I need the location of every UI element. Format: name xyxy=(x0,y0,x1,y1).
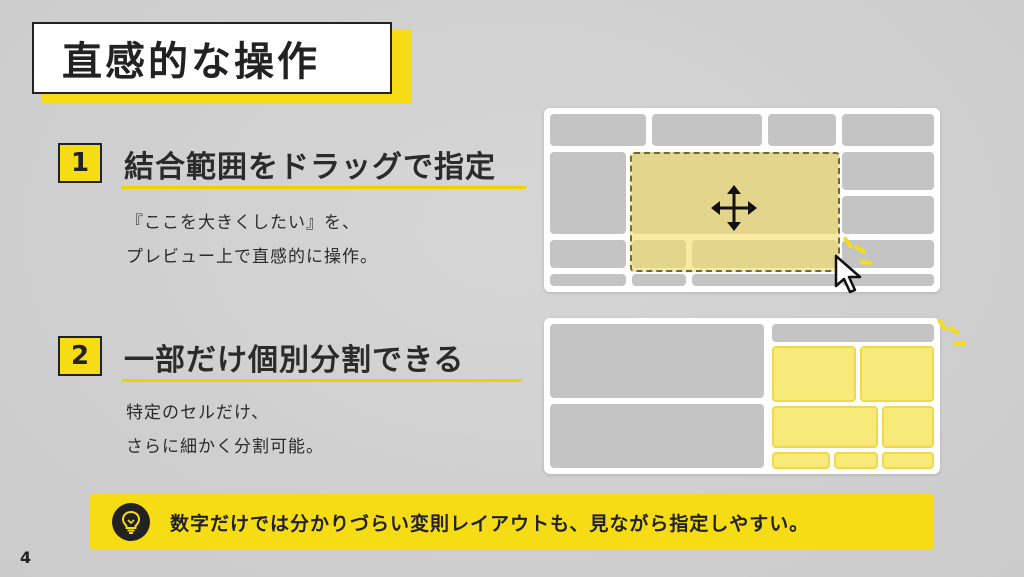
spark-icon xyxy=(953,340,967,347)
split-cell[interactable] xyxy=(860,346,934,402)
grid-cell xyxy=(550,152,626,234)
section-1-number: 1 xyxy=(58,143,102,183)
grid-cell xyxy=(550,324,764,398)
split-cell[interactable] xyxy=(834,452,878,469)
grid-cell xyxy=(842,274,934,286)
section-1-underline xyxy=(122,186,526,189)
section-2-heading: 一部だけ個別分割できる xyxy=(124,343,465,378)
section-1-description: 『ここを大きくしたい』を、 プレビュー上で直感的に操作。 xyxy=(126,206,378,274)
grid-cell xyxy=(652,114,762,146)
grid-cell xyxy=(550,274,626,286)
grid-cell xyxy=(842,196,934,234)
split-cell[interactable] xyxy=(772,452,830,469)
split-cell[interactable] xyxy=(882,406,934,448)
grid-cell xyxy=(768,114,836,146)
mouse-cursor-icon xyxy=(834,254,862,294)
section-2-description: 特定のセルだけ、 さらに細かく分割可能。 xyxy=(126,396,324,464)
split-cell[interactable] xyxy=(772,406,878,448)
title-box: 直感的な操作 xyxy=(32,22,392,94)
section-1-heading: 結合範囲をドラッグで指定 xyxy=(124,150,496,185)
section-2-desc-line: 特定のセルだけ、 xyxy=(126,403,270,423)
tip-text: 数字だけでは分かりづらい変則レイアウトも、見ながら指定しやすい。 xyxy=(170,512,810,535)
move-arrows-icon xyxy=(711,185,757,231)
grid-cell xyxy=(550,404,764,468)
section-2-desc-line: さらに細かく分割可能。 xyxy=(126,437,324,457)
section-1-desc-line: プレビュー上で直感的に操作。 xyxy=(126,247,378,267)
split-diagram xyxy=(544,318,940,474)
merge-diagram xyxy=(544,108,940,294)
grid-cell xyxy=(550,240,626,268)
grid-cell xyxy=(692,274,838,286)
lightbulb-icon xyxy=(112,503,150,541)
grid-cell xyxy=(550,114,646,146)
split-cell[interactable] xyxy=(772,346,856,402)
grid-cell xyxy=(842,114,934,146)
spark-icon xyxy=(947,325,961,336)
section-2-number: 2 xyxy=(58,336,102,376)
grid-cell xyxy=(632,274,686,286)
grid-cell xyxy=(772,324,934,342)
grid-cell xyxy=(842,152,934,190)
tip-bar: 数字だけでは分かりづらい変則レイアウトも、見ながら指定しやすい。 xyxy=(90,494,934,550)
page-number: 4 xyxy=(20,548,32,567)
section-2-underline xyxy=(122,379,522,382)
split-cell[interactable] xyxy=(882,452,934,469)
slide-title: 直感的な操作 xyxy=(62,39,320,85)
section-1-desc-line: 『ここを大きくしたい』を、 xyxy=(126,213,360,233)
